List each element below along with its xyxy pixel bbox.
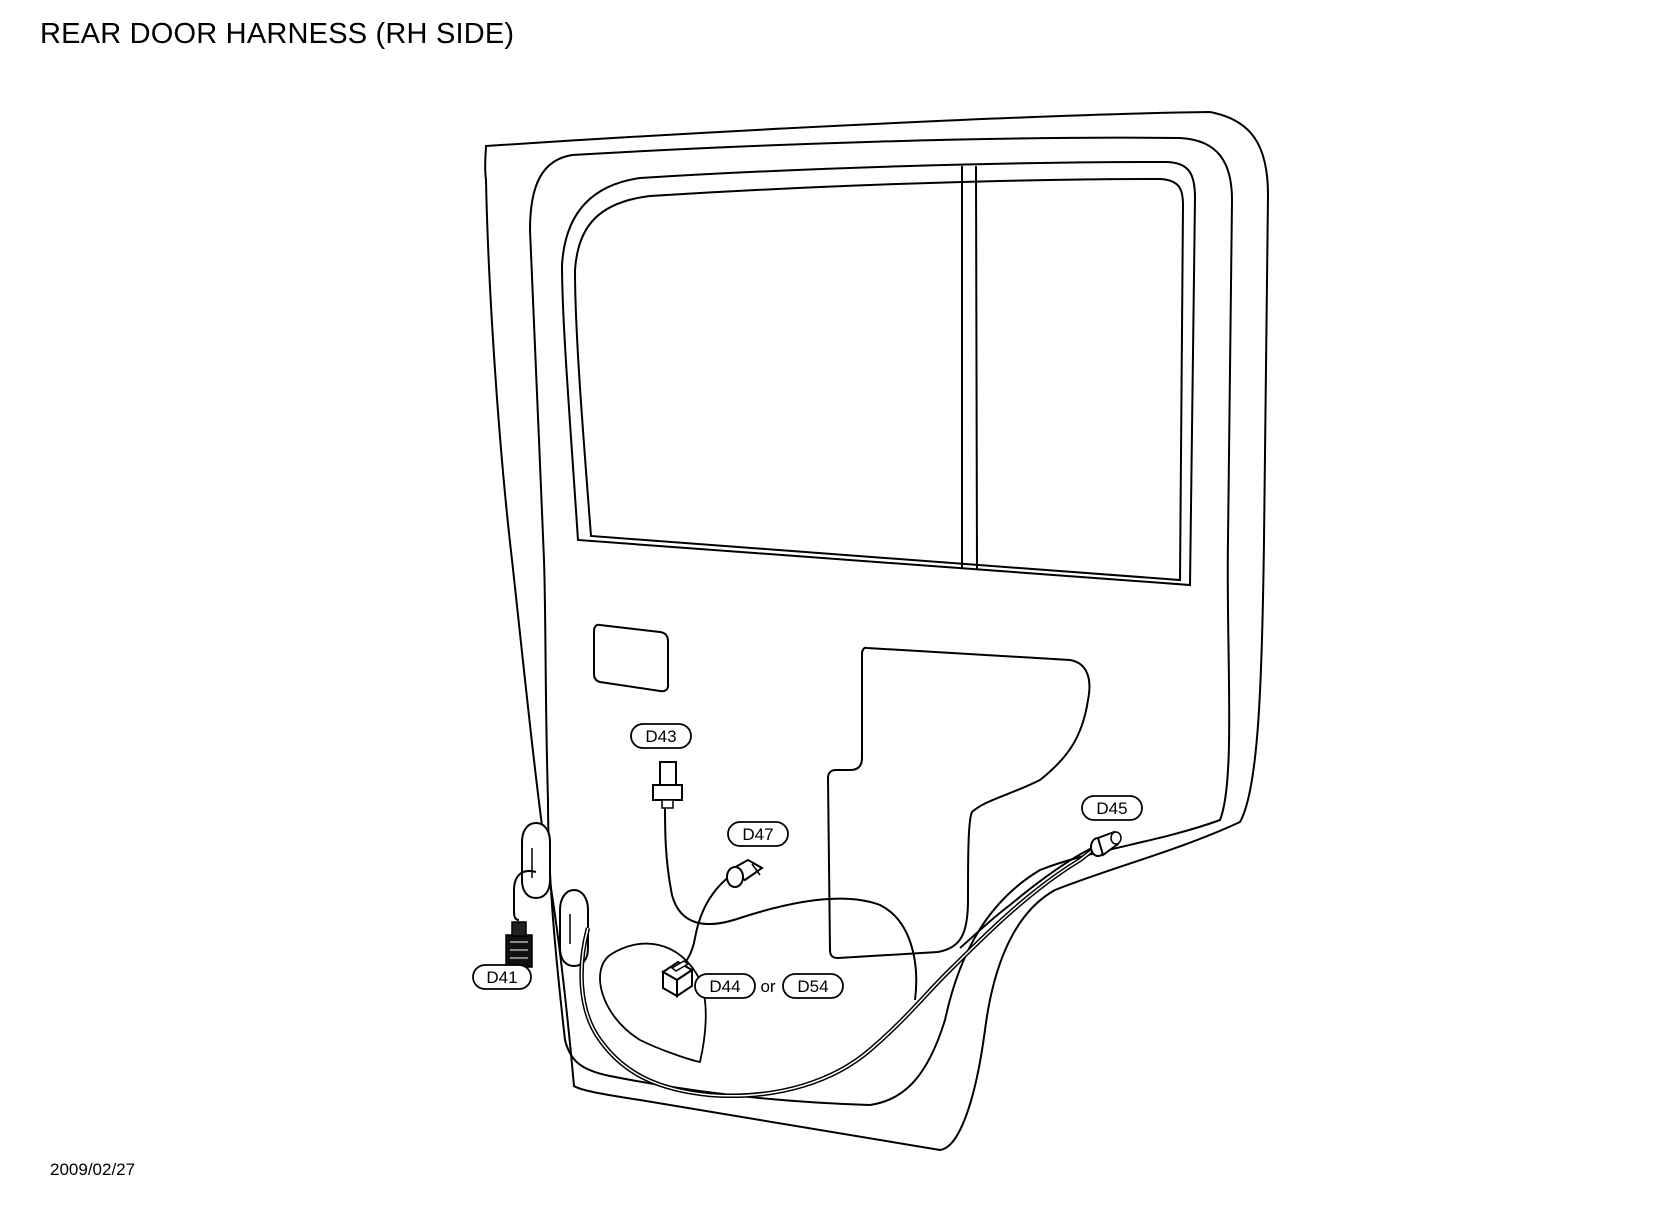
label-d54: D54 (782, 973, 844, 999)
window-channel-right (975, 165, 978, 571)
door-outer-panel (484, 110, 1270, 1152)
label-d44: D44 (694, 973, 756, 999)
harness-branch-loop (599, 942, 707, 1064)
harness-main-trunk-highlight (580, 844, 1099, 1097)
window-frame-outer (560, 160, 1197, 587)
label-d45-text: D45 (1096, 799, 1127, 818)
grommet-lower (559, 888, 589, 968)
label-d54-text: D54 (797, 977, 828, 996)
harness-branch-d45 (959, 844, 1099, 949)
handle-opening (593, 623, 669, 693)
harness-branch-d41 (513, 870, 537, 921)
connector-d44-d54-body (661, 960, 694, 998)
connector-d47-body (726, 858, 764, 888)
label-d41-text: D41 (486, 968, 517, 987)
label-d47-text: D47 (742, 825, 773, 844)
page-title: REAR DOOR HARNESS (RH SIDE) (40, 18, 515, 50)
grommet-upper (521, 821, 551, 900)
service-hole (826, 646, 1091, 960)
harness-branch-d43 (664, 804, 918, 1001)
label-d43-text: D43 (645, 727, 676, 746)
label-d47: D47 (727, 821, 789, 847)
label-d45: D45 (1081, 795, 1143, 821)
window-glass (573, 177, 1185, 582)
connector-d43-body (652, 761, 683, 809)
label-d43: D43 (630, 723, 692, 749)
door-inner-panel (528, 136, 1234, 1107)
label-d41: D41 (472, 964, 532, 990)
label-or-text: or (760, 977, 775, 996)
revision-date: 2009/02/27 (50, 1160, 136, 1179)
connector-d41-body (505, 921, 533, 968)
label-d44-text: D44 (709, 977, 740, 996)
connector-d45-body (1090, 830, 1122, 857)
